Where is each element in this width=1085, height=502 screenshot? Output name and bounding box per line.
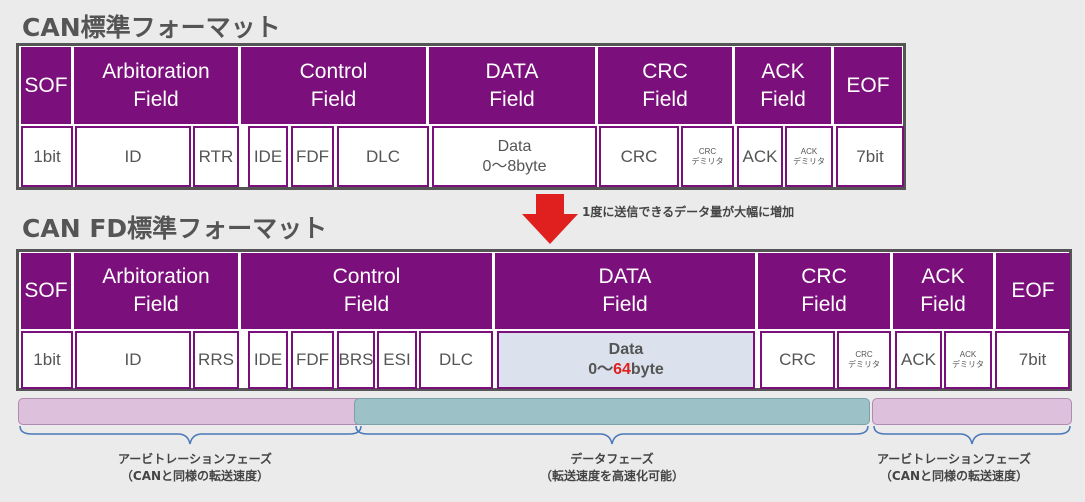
can-cell-sof: 1bit xyxy=(21,126,73,187)
canfd-cell-id: ID xyxy=(75,331,191,389)
canfd-cell-crc-delimiter: CRC デミリタ xyxy=(837,331,891,389)
brace-left-path xyxy=(19,425,362,445)
can-cell-dlc: DLC xyxy=(337,126,429,187)
can-header-ack: ACK Field xyxy=(735,47,831,124)
canfd-frame: SOF Arbitoration Field Control Field DAT… xyxy=(16,249,1072,391)
canfd-header-crc: CRC Field xyxy=(758,253,890,329)
brace-right xyxy=(873,425,1071,445)
canfd-title: CAN FD標準フォーマット xyxy=(22,214,328,243)
can-header-control: Control Field xyxy=(241,47,426,124)
canfd-data-line2: 0〜64byte xyxy=(588,360,664,380)
canfd-data-highlight: 64 xyxy=(613,361,631,378)
can-cell-ack-delimiter: ACK デミリタ xyxy=(785,126,833,187)
can-cell-ide: IDE xyxy=(248,126,288,187)
can-cell-eof: 7bit xyxy=(836,126,904,187)
canfd-cell-dlc: DLC xyxy=(419,331,493,389)
canfd-cell-fdf: FDF xyxy=(291,331,334,389)
canfd-cell-ack: ACK xyxy=(895,331,942,389)
canfd-cell-eof: 7bit xyxy=(995,331,1070,389)
canfd-header-data: DATA Field xyxy=(495,253,755,329)
canfd-data-line1: Data xyxy=(608,341,644,358)
canfd-header-sof: SOF xyxy=(21,253,71,329)
canfd-data-text: Data 0〜64byte xyxy=(588,340,664,380)
canfd-header-control: Control Field xyxy=(241,253,492,329)
canfd-cell-brs: BRS xyxy=(337,331,375,389)
arrow-note: 1度に送信できるデータ量が大幅に増加 xyxy=(582,205,795,219)
canfd-cell-rrs: RRS xyxy=(193,331,239,389)
brace-right-path xyxy=(873,425,1071,445)
brace-left xyxy=(19,425,362,445)
canfd-header-ack: ACK Field xyxy=(893,253,993,329)
can-header-eof: EOF xyxy=(834,47,902,124)
data-phase-bar xyxy=(354,398,870,425)
canfd-header-arbitration: Arbitoration Field xyxy=(74,253,238,329)
can-cell-crc: CRC xyxy=(599,126,679,187)
arbitration-phase-bar-left xyxy=(18,398,363,425)
can-cell-rtr: RTR xyxy=(193,126,239,187)
can-header-sof: SOF xyxy=(21,47,71,124)
canfd-cell-esi: ESI xyxy=(377,331,417,389)
can-frame: SOF Arbitoration Field Control Field DAT… xyxy=(16,43,906,190)
can-cell-data: Data 0〜8byte xyxy=(432,126,597,187)
can-header-crc: CRC Field xyxy=(598,47,732,124)
canfd-cell-crc: CRC xyxy=(760,331,835,389)
can-cell-crc-delimiter: CRC デミリタ xyxy=(681,126,734,187)
can-header-data: DATA Field xyxy=(429,47,595,124)
can-header-arbitration: Arbitoration Field xyxy=(74,47,238,124)
canfd-cell-ack-delimiter: ACK デミリタ xyxy=(944,331,992,389)
brace-middle-path xyxy=(355,425,869,445)
can-cell-id: ID xyxy=(75,126,191,187)
down-arrow-icon xyxy=(522,194,578,244)
can-cell-ack: ACK xyxy=(737,126,783,187)
canfd-data-suffix: byte xyxy=(630,361,664,378)
arbitration-phase-label-left: アービトレーションフェーズ （CANと同様の転送速度） xyxy=(117,452,273,483)
brace-middle xyxy=(355,425,869,445)
arbitration-phase-bar-right xyxy=(872,398,1072,425)
data-phase-label: データフェーズ （転送速度を高速化可能） xyxy=(539,452,684,483)
canfd-cell-sof: 1bit xyxy=(21,331,73,389)
can-cell-fdf: FDF xyxy=(291,126,334,187)
canfd-header-eof: EOF xyxy=(996,253,1070,329)
arbitration-phase-label-right: アービトレーションフェーズ （CANと同様の転送速度） xyxy=(876,452,1032,483)
can-title: CAN標準フォーマット xyxy=(22,13,281,42)
canfd-cell-data: Data 0〜64byte xyxy=(497,331,755,389)
down-arrow-shape xyxy=(522,194,578,244)
canfd-cell-ide: IDE xyxy=(248,331,288,389)
canfd-data-prefix: 0〜 xyxy=(588,361,614,378)
